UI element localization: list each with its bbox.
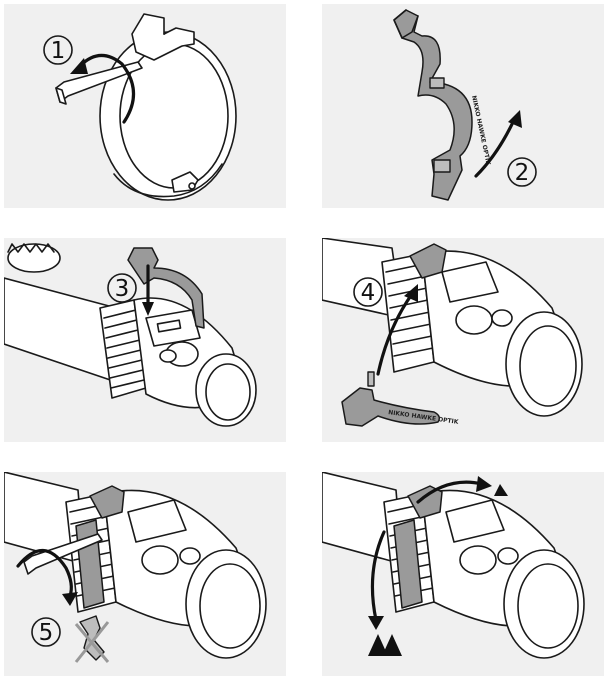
clamp-top-block (407, 485, 443, 519)
eyepiece-lens (205, 363, 251, 421)
rotate-up-arrow-icon (416, 480, 484, 504)
cover-cap (127, 499, 187, 543)
panel-step-2: NIKKO HAWKE OPTIK 2 (322, 4, 604, 208)
strap-lower-slot (433, 159, 451, 173)
clamp-strap (393, 9, 473, 201)
step-1-badge (43, 35, 73, 65)
step-4-number: 4 (361, 280, 376, 306)
clamp-top-block (409, 243, 447, 279)
small-triangle-icon (494, 484, 508, 496)
scope-turret (7, 243, 61, 273)
clamp-top-block (89, 485, 125, 519)
button (455, 305, 493, 335)
step-3-illustration: 3 (4, 243, 257, 427)
strap-pin (367, 371, 375, 387)
step-2-number: 2 (515, 160, 530, 186)
step-5-illustration: 5 (4, 472, 267, 663)
clamp-strap (341, 387, 441, 427)
eyepiece-lens (199, 563, 261, 649)
panel-step-6 (322, 472, 604, 676)
panel-step-4: NIKKO HAWKE OPTIK 4 (322, 238, 604, 442)
step-1-number: 1 (51, 38, 66, 64)
cover-cap (441, 261, 499, 303)
clamp-block-side (163, 27, 195, 47)
panel-step-3: 3 (4, 238, 286, 442)
cross-out-icon (74, 621, 110, 663)
button (141, 545, 179, 575)
step-2-badge (507, 157, 537, 187)
hex-key-icon (23, 533, 103, 575)
step-5-number: 5 (39, 620, 54, 646)
panel-step-1: 1 (4, 4, 286, 208)
wrap-arrow-icon (376, 292, 414, 376)
step-3-number: 3 (115, 276, 130, 302)
step-4-badge (353, 277, 383, 307)
clamp-band (393, 519, 423, 609)
latch-screw (188, 182, 196, 190)
insert-arrow-icon (474, 118, 516, 178)
eyepiece-lens (519, 325, 577, 407)
step-3-badge (107, 273, 137, 303)
strap-brand-text: NIKKO HAWKE OPTIK (470, 95, 492, 166)
step-5-badge (31, 617, 61, 647)
cover-cap (445, 499, 505, 543)
strap-slot (429, 77, 445, 89)
large-triangle-icon (368, 634, 402, 656)
button (459, 545, 497, 575)
ring-bottom-rim (113, 163, 223, 198)
tighten-arrow-icon (16, 548, 73, 598)
step-6-illustration (322, 472, 585, 659)
step-4-illustration: NIKKO HAWKE OPTIK 4 (322, 238, 583, 427)
eyepiece-lens (517, 563, 579, 649)
rotate-arrow-icon (78, 53, 136, 124)
panel-step-5: 5 (4, 472, 286, 676)
step-2-illustration: NIKKO HAWKE OPTIK 2 (393, 9, 537, 201)
step-1-illustration: 1 (43, 13, 237, 201)
rotate-down-arrow-icon (370, 530, 386, 622)
